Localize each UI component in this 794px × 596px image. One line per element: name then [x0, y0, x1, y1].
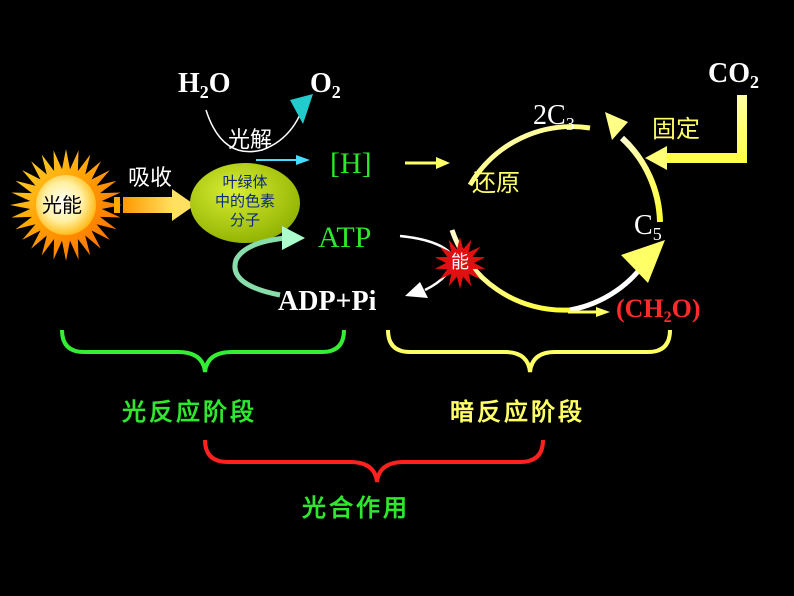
c5-sub: 5	[652, 224, 662, 244]
h-to-cycle-arrow	[405, 157, 450, 169]
water-formula: H2O	[178, 68, 231, 102]
energy-label: 能	[451, 252, 469, 273]
photolysis-arrow	[205, 94, 313, 153]
sugar-post: O)	[671, 294, 701, 323]
co2-sub: 2	[750, 72, 759, 92]
pigment-label: 叶绿体 中的色素 分子	[205, 173, 285, 230]
photosynthesis-brace	[203, 439, 545, 483]
light-reaction-brace	[60, 329, 346, 373]
sugar-formula: (CH2O)	[616, 296, 701, 326]
sugar-sub: 2	[663, 309, 672, 326]
oxygen-sub: 2	[331, 82, 341, 102]
dark-reaction-brace	[386, 329, 672, 373]
atp-label: ATP	[318, 221, 372, 254]
sun-icon	[10, 149, 122, 261]
water-h: H	[178, 68, 200, 99]
atp-regeneration-arrow	[232, 226, 305, 298]
absorb-arrow	[114, 189, 195, 221]
pigment-label-line-1: 叶绿体	[222, 173, 268, 191]
c3-main: 2C	[533, 100, 566, 131]
co2-fixation-arrow	[645, 95, 747, 170]
water-sub: 2	[199, 82, 209, 102]
c3-label: 2C3	[533, 100, 575, 134]
light-energy-label: 光能	[42, 193, 82, 217]
pigment-label-line-3: 分子	[229, 211, 260, 229]
c5-main: C	[634, 210, 653, 241]
co2-main: CO	[708, 58, 750, 89]
oxygen-o: O	[310, 68, 332, 99]
h-arrow	[256, 155, 310, 165]
dark-reaction-label: 暗反应阶段	[450, 398, 585, 426]
pigment-oval	[190, 163, 300, 243]
oxygen-formula: O2	[310, 68, 341, 102]
hydrogen-label: [H]	[330, 147, 372, 180]
photosynthesis-label: 光合作用	[302, 494, 410, 522]
sugar-output-arrow	[568, 307, 610, 317]
calvin-cycle	[449, 112, 665, 313]
absorb-label: 吸收	[128, 166, 173, 191]
photolysis-label: 光解	[228, 128, 273, 153]
arrowhead-to-c5	[621, 240, 665, 283]
reduction-label: 还原	[472, 169, 520, 197]
light-reaction-label: 光反应阶段	[122, 398, 257, 426]
water-o: O	[208, 68, 231, 99]
co2-formula: CO2	[708, 58, 759, 92]
arrowhead-to-c3	[605, 112, 628, 140]
pigment-label-line-2: 中的色素	[214, 192, 275, 210]
c3-sub: 3	[565, 114, 575, 134]
c5-label: C5	[634, 210, 662, 244]
fixation-label: 固定	[652, 115, 700, 143]
adp-label: ADP+Pi	[278, 286, 377, 317]
sugar-pre: (CH	[616, 294, 664, 323]
energy-burst-icon	[434, 237, 486, 289]
